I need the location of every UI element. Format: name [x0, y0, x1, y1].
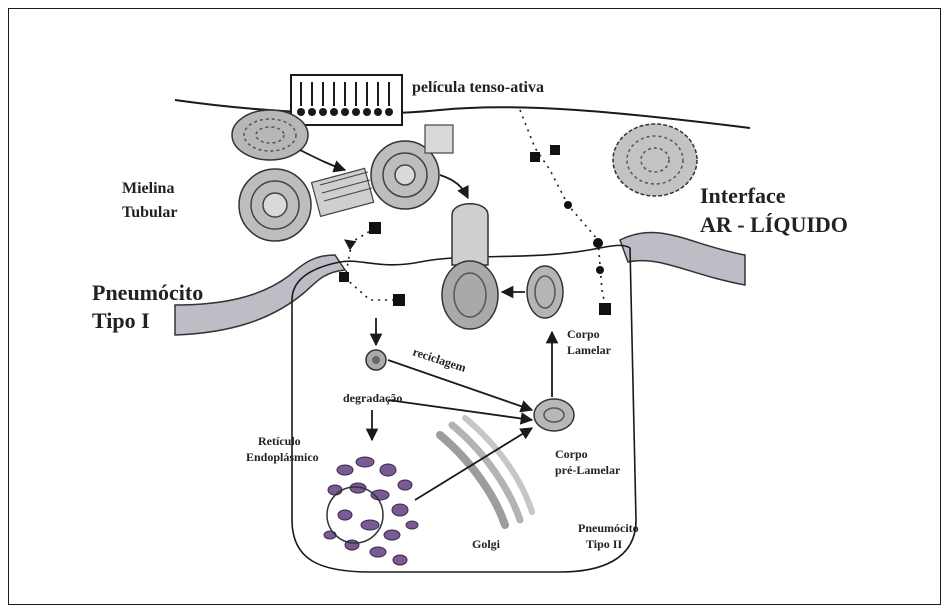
exocytosis-vesicle-icon: [442, 204, 498, 329]
label-lamellar-line1: Corpo: [567, 327, 600, 341]
label-pneumocyte1-line2: Tipo I: [92, 308, 150, 333]
label-er-line1: Retículo: [258, 434, 301, 448]
golgi-icon: [440, 418, 532, 525]
label-er-line2: Endoplásmico: [246, 450, 319, 464]
lamellar-body-icon: [527, 266, 563, 318]
label-lamellar-line2: Lamelar: [567, 343, 612, 357]
prelamellar-body-icon: [534, 399, 574, 431]
label-myelin-line2: Tubular: [122, 204, 177, 221]
tensoactive-film-icon: [291, 75, 402, 125]
label-interface-line2: AR - LÍQUIDO: [700, 212, 848, 237]
label-prelamellar-line2: pré-Lamelar: [555, 463, 621, 477]
degradation-vesicle-icon: [366, 350, 386, 370]
label-tensoactive-film: película tenso-ativa: [412, 79, 544, 96]
label-golgi: Golgi: [472, 537, 501, 551]
label-myelin-line1: Mielina: [122, 180, 174, 197]
arrow-myelin-to-exocytosis: [440, 175, 468, 198]
label-prelamellar-line1: Corpo: [555, 447, 588, 461]
tubular-myelin-upper-icon: [232, 110, 308, 160]
arrow-film-to-myelin: [300, 150, 345, 170]
nucleus-outline: [327, 487, 383, 543]
label-degradation: degradação: [343, 391, 402, 405]
label-pneumocyte2-line2: Tipo II: [586, 537, 622, 551]
surfactant-aggregate-right-icon: [613, 124, 697, 196]
label-interface-line1: Interface: [700, 183, 786, 208]
arrow-er-to-prelamellar: [415, 428, 532, 500]
label-pneumocyte1-line1: Pneumócito: [92, 280, 203, 305]
label-pneumocyte2-line1: Pneumócito: [578, 521, 639, 535]
pneumocyte-type1-membrane-right: [620, 232, 745, 285]
endoplasmic-reticulum-icon: [324, 457, 418, 565]
